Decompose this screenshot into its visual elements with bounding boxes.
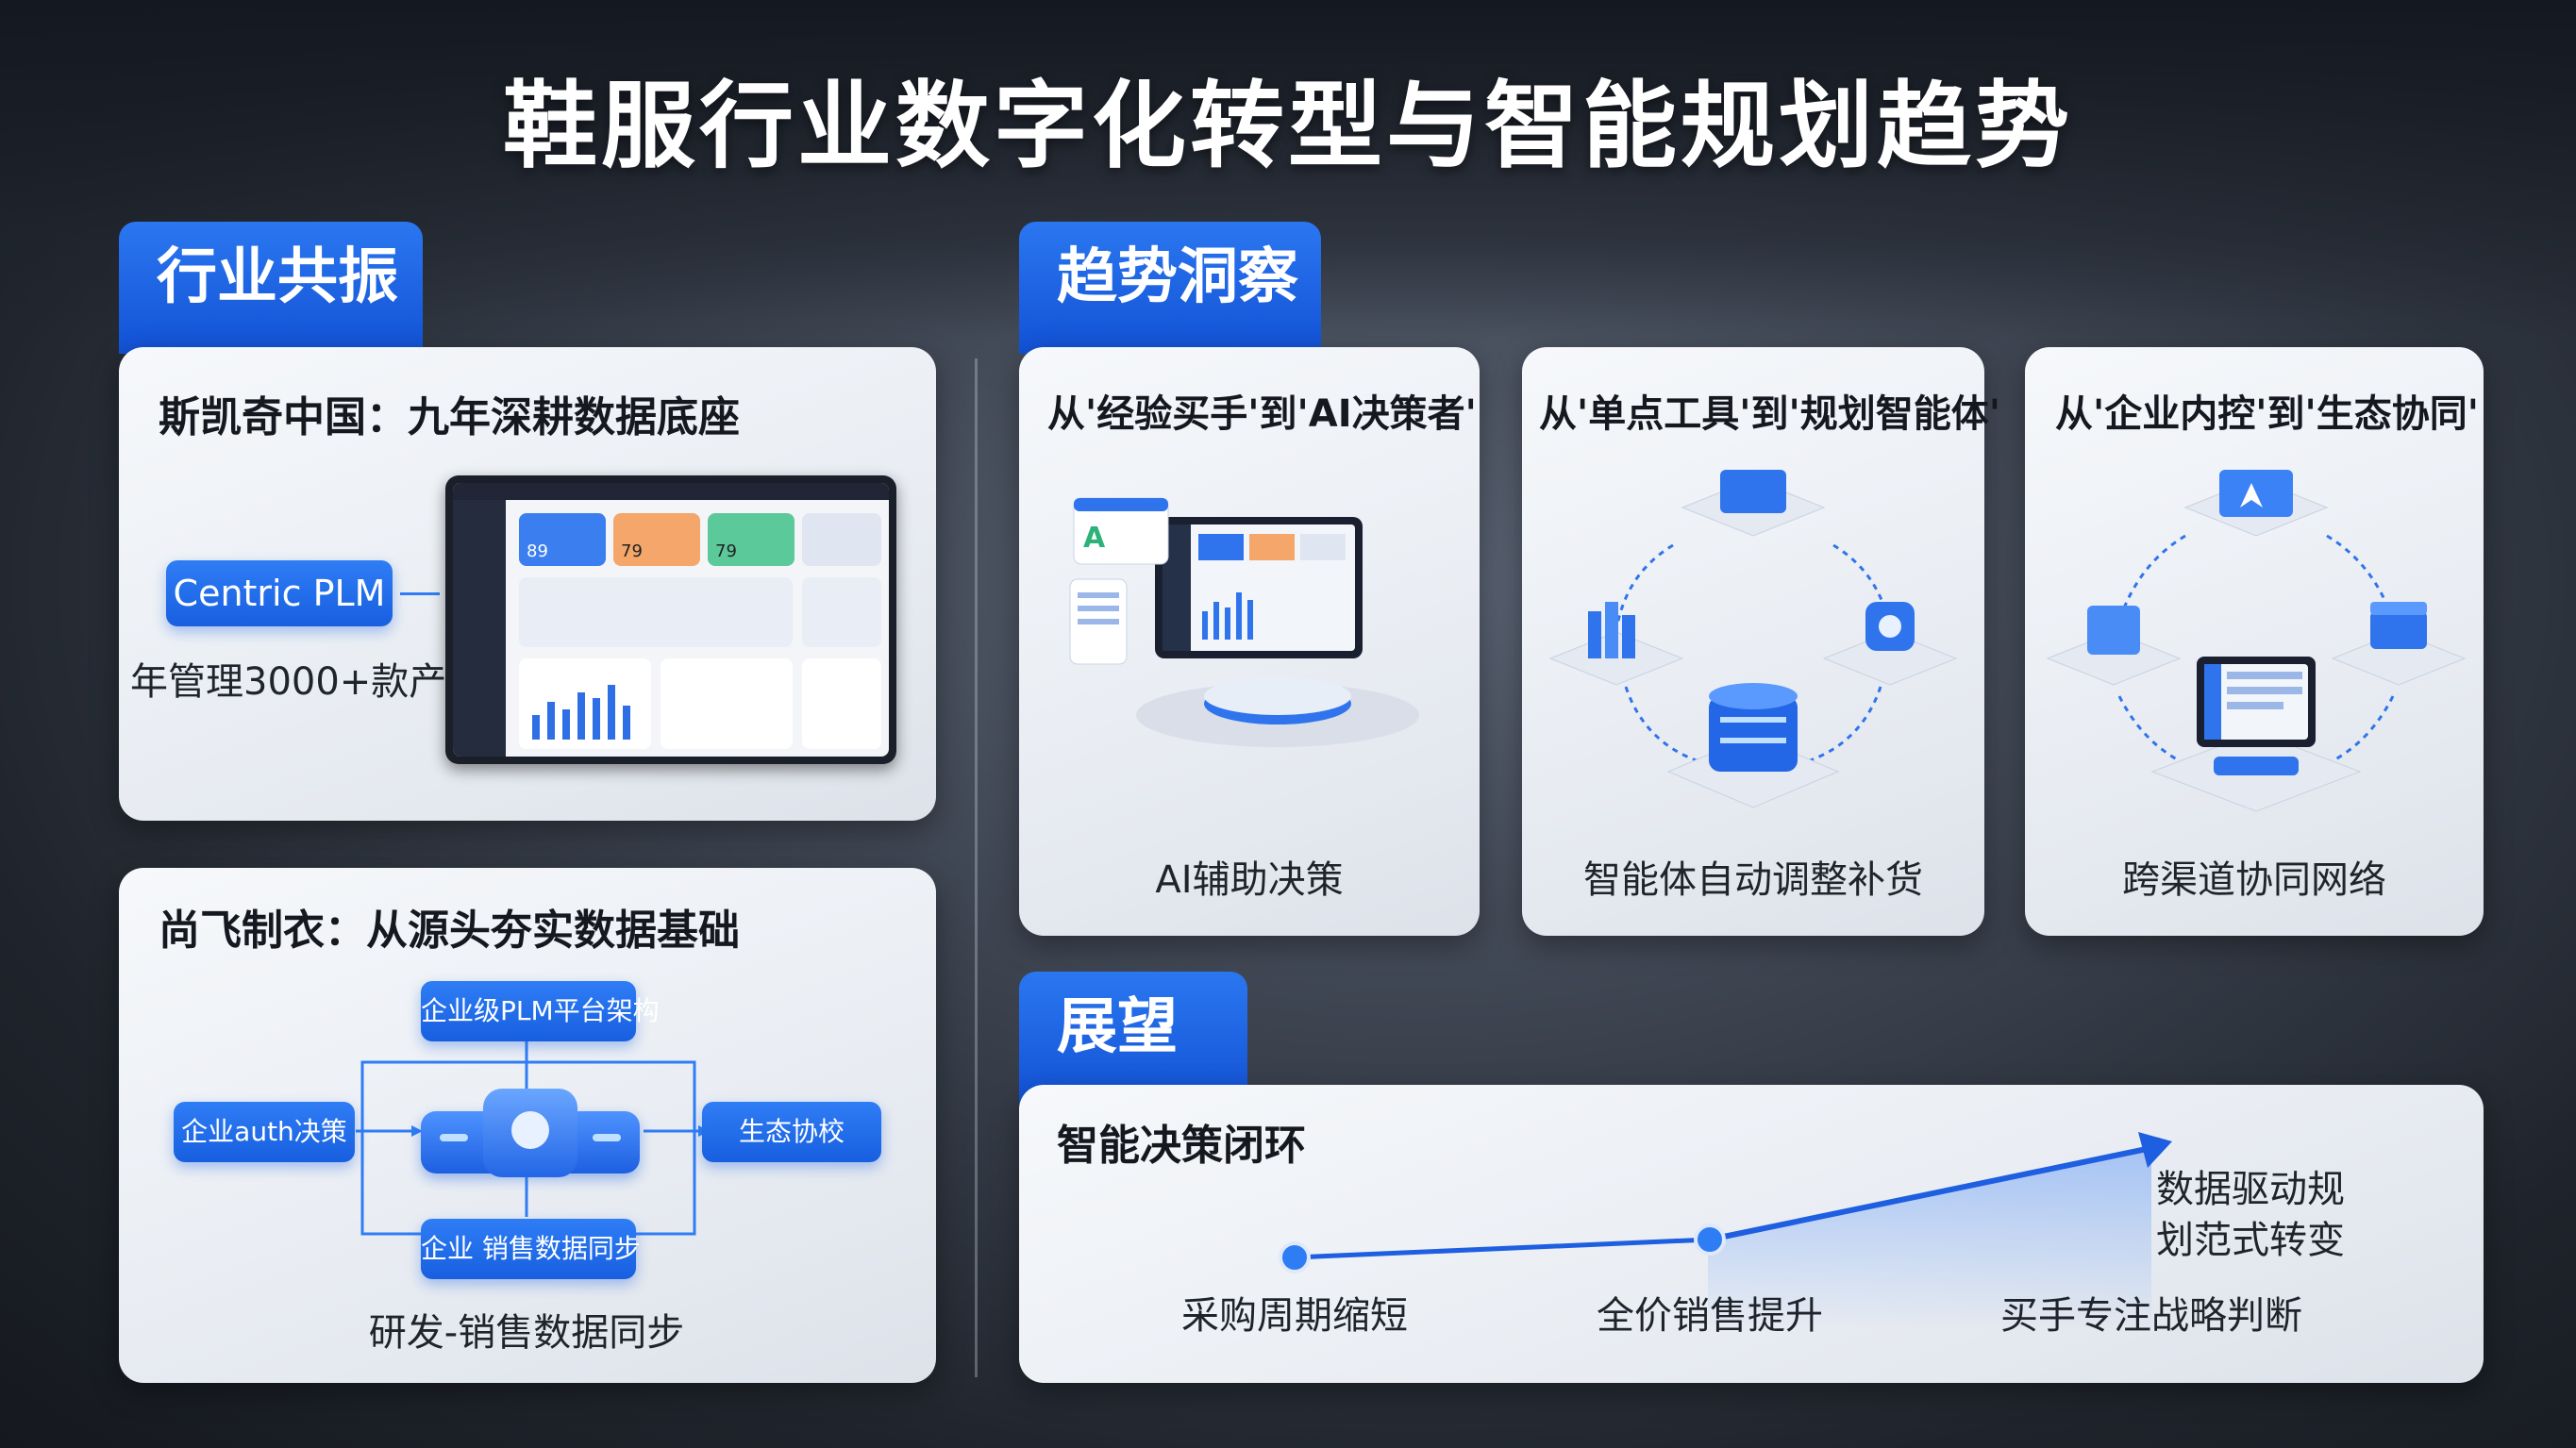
connector-line: [400, 592, 440, 595]
outlook-end-label-line1: 数据驱动规: [2156, 1168, 2345, 1211]
node-sales-sync: 企业 销售数据同步: [421, 1219, 641, 1279]
node-enterprise-decision: 企业auth决策: [174, 1102, 355, 1162]
ecosystem-network-illustration: [2046, 470, 2467, 812]
tab-outlook: 展望: [1019, 972, 1247, 1104]
node-enterprise-plm: 企业级PLM平台架构: [421, 981, 660, 1041]
card-title-shangfei: 尚飞制衣：从源头夯实数据基础: [159, 907, 740, 955]
dashboard-bar-mini-chart: [532, 685, 630, 740]
rd-sales-sync-caption: 研发-销售数据同步: [368, 1311, 685, 1355]
planning-agent-illustration: [1548, 470, 1958, 808]
decision-loop-timeline: [1279, 1132, 2172, 1330]
ai-decision-illustration: A: [1069, 497, 1419, 747]
plm-dashboard-screenshot: 89 79 79: [445, 475, 896, 764]
svg-text:A: A: [1083, 522, 1106, 555]
dashboard-tile-1: 89: [519, 513, 606, 566]
trend-card-title: 从'经验买手'到'AI决策者': [1047, 392, 1477, 436]
card-title-skechers: 斯凯奇中国：九年深耕数据底座: [159, 393, 740, 441]
outlook-end-label-line2: 划范式转变: [2156, 1219, 2345, 1262]
tab-industry-resonance: 行业共振: [119, 222, 423, 354]
trend-card-caption: AI辅助决策: [1155, 858, 1344, 902]
trend-card-planning-agent: 从'单点工具'到'规划智能体' 智能体自动调整补货: [1522, 347, 2000, 936]
trend-card-title: 从'单点工具'到'规划智能体': [1539, 392, 2000, 436]
node-ecosystem: 生态协校: [702, 1102, 881, 1162]
milestone-label: 全价销售提升: [1597, 1294, 1823, 1338]
data-hub-icon: [421, 1089, 640, 1177]
trend-card-caption: 智能体自动调整补货: [1583, 858, 1923, 902]
card-skechers: 斯凯奇中国：九年深耕数据底座 Centric PLM 年管理3000+款产品 8…: [119, 347, 936, 821]
trend-card-ecosystem: 从'企业内控'到'生态协同' 跨渠道协同网络: [2025, 347, 2484, 936]
product-count-caption: 年管理3000+款产品: [130, 660, 485, 704]
trend-card-ai-decision: 从'经验买手'到'AI决策者' A AI辅助决策: [1019, 347, 1480, 936]
tab-trend-insight: 趋势洞察: [1019, 222, 1321, 354]
trend-card-caption: 跨渠道协同网络: [2122, 858, 2386, 902]
outlook-card-title: 智能决策闭环: [1057, 1122, 1306, 1170]
dashboard-tile-3: 79: [708, 513, 795, 566]
card-shangfei: 尚飞制衣：从源头夯实数据基础 企业级PLM平台架构 企业auth决策 生态协校 …: [119, 868, 936, 1383]
outlook-card: 智能决策闭环 采购周期缩短 全价销售提升 买手专注战略判断 数据驱动规 划范式转…: [1019, 1085, 2484, 1383]
trend-card-title: 从'企业内控'到'生态协同': [2055, 392, 2479, 436]
dashboard-tile-2: 79: [613, 513, 700, 566]
milestone-label: 采购周期缩短: [1181, 1294, 1408, 1338]
centric-plm-badge: Centric PLM: [166, 560, 393, 626]
section-divider: [975, 358, 978, 1377]
milestone-label: 买手专注战略判断: [2000, 1294, 2302, 1338]
page-title: 鞋服行业数字化转型与智能规划趋势: [503, 71, 2073, 181]
